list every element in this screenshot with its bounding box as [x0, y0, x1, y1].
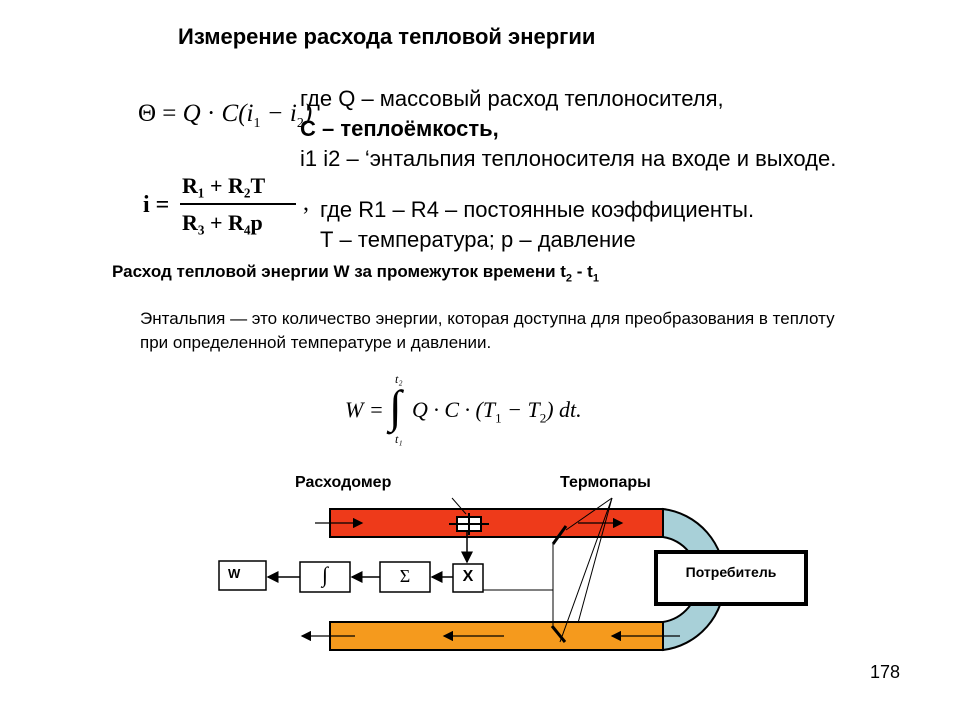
- section-subtitle: Расход тепловой энергии W за промежуток …: [112, 262, 599, 285]
- formula-i-lhs: i =: [143, 192, 170, 218]
- integrator-label: ∫: [321, 562, 329, 587]
- thermocouple-1: [551, 525, 568, 545]
- integrator-block: [299, 561, 351, 593]
- formula-i-comma: ,: [303, 190, 309, 216]
- def-r-line: где R1 – R4 – постоянные коэффициенты.: [320, 197, 755, 222]
- def-c-line: С – теплоёмкость,: [300, 116, 499, 141]
- def-t-line: Т – температура; p – давление: [320, 227, 636, 252]
- def-i-line: i1 i2 – ‘энтальпия теплоносителя на вход…: [300, 146, 837, 171]
- page-number: 178: [870, 662, 901, 682]
- page-title: Измерение расхода тепловой энергии: [178, 24, 596, 49]
- fraction-bar: [180, 203, 296, 205]
- formula-i-numerator: R₁ + R₂T: [182, 173, 266, 198]
- enthalpy-definition: Энтальпия — это количество энергии, кото…: [140, 309, 835, 352]
- integral-lower-limit: t₁: [395, 432, 403, 446]
- multiplier-label: X: [462, 568, 474, 585]
- formula-w-body: Q · C · (T1 − T2) dt.: [412, 397, 582, 426]
- w-output-label: W: [228, 566, 241, 581]
- def-q-line: где Q – массовый расход теплоносителя,: [300, 86, 724, 111]
- integral-upper-limit: t₂: [395, 372, 403, 386]
- integral-sign: ∫: [389, 381, 402, 432]
- theta-formula: Θ = Q · C(i1 − i2): [138, 100, 313, 131]
- formula-w-lhs: W =: [345, 397, 384, 422]
- consumer-label: Потребитель: [685, 564, 777, 580]
- formula-i-denominator: R₃ + R₄p: [182, 210, 263, 235]
- summator-label: Σ: [399, 566, 411, 586]
- multiplier-block: [452, 563, 484, 593]
- summator-block: [379, 561, 431, 593]
- flowmeter-label: Расходомер: [295, 474, 392, 491]
- w-output-block: [218, 560, 267, 591]
- thermocouples-label: Термопары: [560, 474, 651, 491]
- consumer-box: [654, 550, 808, 606]
- thermocouple-2: [550, 625, 567, 643]
